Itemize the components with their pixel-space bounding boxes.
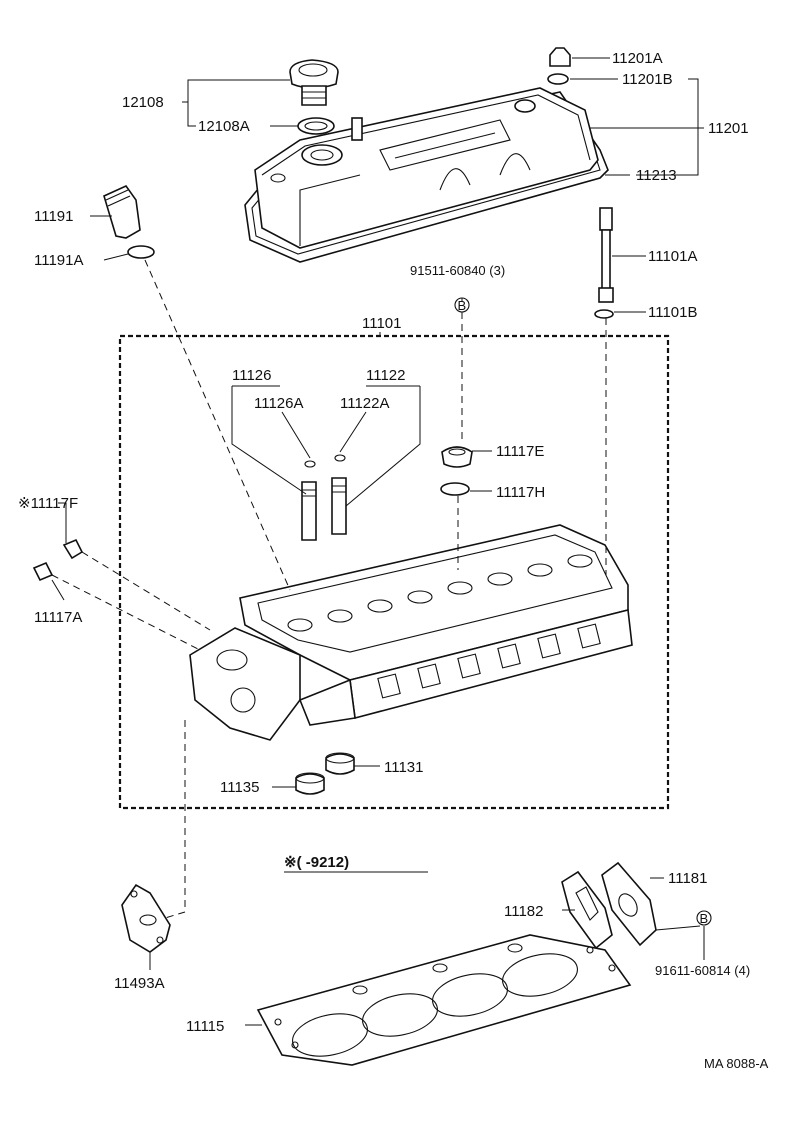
label-91611-60814: 91611-60814 (4) (655, 963, 750, 978)
breather-11191 (103, 184, 141, 239)
plug-11117F (62, 538, 84, 560)
gasket-12108A (297, 117, 335, 135)
label-11493A: 11493A (114, 975, 165, 992)
cylinder-head-11101 (189, 524, 633, 741)
svg-text:※( -9212): ※( -9212) (284, 854, 349, 871)
label-11117A: 11117A (34, 609, 82, 626)
label-11101B: 11101B (648, 304, 698, 321)
plug-11117A (32, 561, 54, 582)
plug-11117E (441, 446, 473, 468)
oil-filler-cap-12108 (289, 59, 339, 106)
label-11117F: ※11117F (18, 495, 78, 512)
label-12108A: 12108A (198, 118, 250, 135)
washer-11101B (594, 309, 614, 319)
leader-lines (51, 57, 705, 1026)
svg-text:B: B (700, 911, 709, 926)
gasket-11191A (127, 245, 155, 259)
label-11191: 11191 (34, 208, 74, 225)
gasket-11493A (121, 883, 171, 953)
plug-11135 (295, 772, 325, 795)
stud-bolt-11101A (598, 207, 614, 303)
label-11181: 11181 (668, 870, 708, 887)
cylinder-head-sub-assy-frame (118, 334, 670, 810)
diagram-reference-code: MA 8088-A (704, 1056, 769, 1071)
label-11126A: 11126A (254, 395, 304, 412)
label-11135: 11135 (220, 779, 260, 796)
cylinder-head-cover (244, 87, 609, 263)
plug-11131 (325, 752, 355, 775)
label-11101A: 11101A (648, 248, 698, 265)
gasket-11117H (440, 482, 470, 496)
seal-washer-11201B (547, 73, 569, 85)
label-11182: 11182 (504, 903, 544, 920)
label-11131: 11131 (384, 759, 424, 776)
valve-guide-bushings (301, 454, 347, 541)
label-11117H: 11117H (496, 484, 545, 501)
b-marker-upper: B (454, 297, 470, 313)
gasket-11182 (561, 870, 613, 950)
label-11117E: 11117E (496, 443, 544, 460)
svg-text:B: B (458, 298, 467, 313)
label-11201A: 11201A (612, 50, 663, 67)
label-11122: 11122 (366, 367, 406, 384)
label-11122A: 11122A (340, 395, 390, 412)
head-gasket-11115 (256, 934, 632, 1066)
label-91511-60840: 91511-60840 (3) (410, 263, 505, 278)
cap-nut-11201A (549, 47, 571, 67)
label-11201B: 11201B (622, 71, 673, 88)
label-11115: 11115 (186, 1018, 224, 1035)
label-11191A: 11191A (34, 252, 84, 269)
label-11101: 11101 (362, 315, 402, 332)
label-11201: 11201 (708, 120, 749, 137)
label-12108: 12108 (122, 94, 164, 111)
label-11126: 11126 (232, 367, 272, 384)
label-11213: 11213 (636, 167, 677, 184)
b-marker-lower: B (696, 910, 712, 926)
production-date-note: ※( -9212) (284, 854, 428, 873)
assembly-lines (51, 259, 607, 919)
